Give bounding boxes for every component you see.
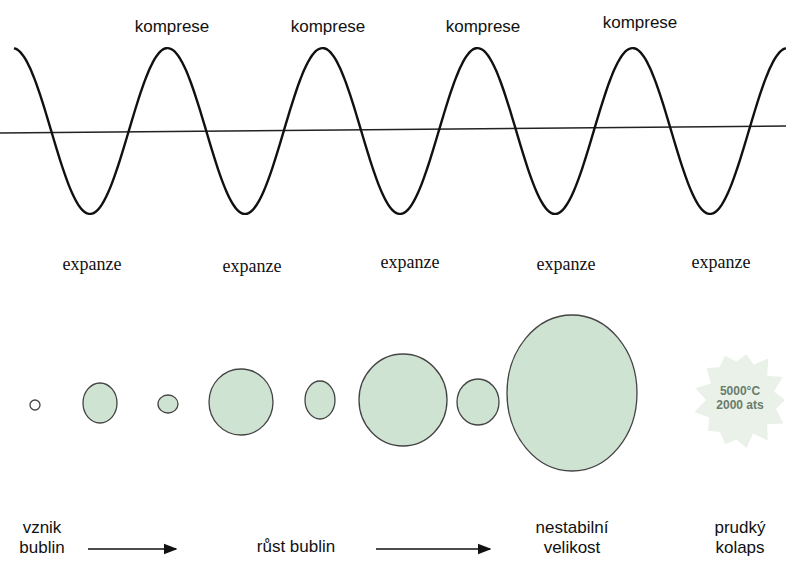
bubble (507, 315, 637, 471)
bubble (158, 395, 178, 413)
phase-label: expanze (202, 256, 302, 278)
stage-label: nestabilní velikost (522, 518, 622, 559)
pressure-wave (14, 48, 786, 214)
phase-label: expanze (42, 254, 142, 276)
phase-label: expanze (676, 252, 766, 274)
stage-label: růst bublin (236, 537, 356, 557)
phase-label: komprese (273, 17, 383, 37)
phase-label: komprese (428, 17, 538, 37)
bubble (30, 400, 40, 410)
bubble (305, 381, 335, 419)
collapse-burst (694, 354, 785, 448)
axis-line (0, 126, 786, 133)
phase-label: expanze (516, 254, 616, 276)
phase-label: komprese (585, 13, 695, 33)
process-arrow (376, 548, 490, 550)
collapse-values: 5000°C 2000 ats (709, 384, 771, 413)
process-arrow (88, 548, 176, 550)
phase-label: komprese (117, 17, 227, 37)
phase-label: expanze (360, 252, 460, 274)
bubble (457, 379, 499, 425)
stage-label: prudký kolaps (704, 518, 776, 559)
bubble (83, 383, 117, 423)
bubble (209, 369, 273, 435)
stage-label: vznik bublin (7, 518, 77, 559)
bubble (359, 354, 447, 446)
